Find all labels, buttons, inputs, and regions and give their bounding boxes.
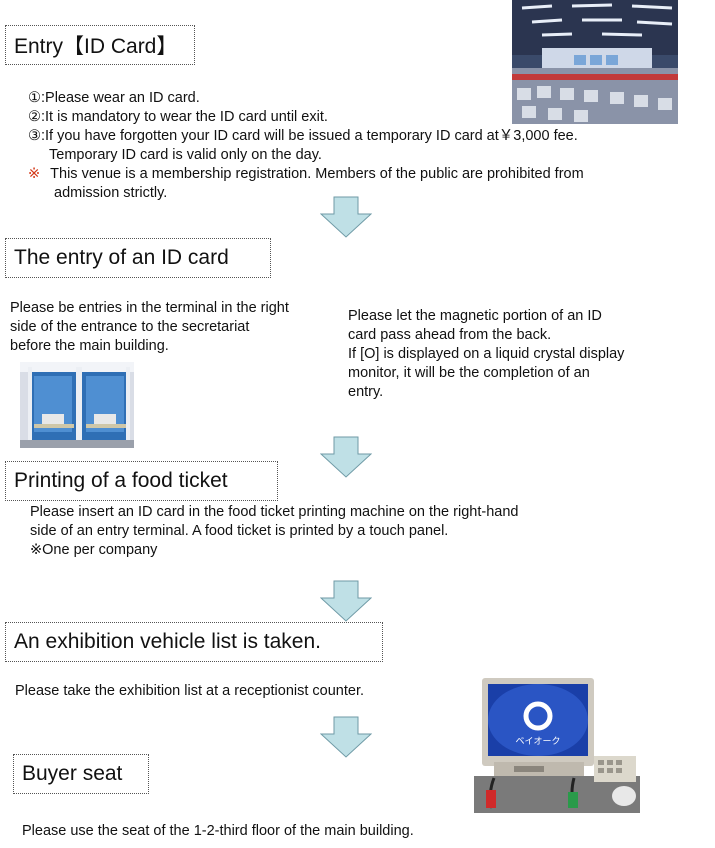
step1-line-4: Temporary ID card is valid only on the d… [49,147,322,163]
step2-right-text: Please let the magnetic portion of an ID… [348,308,625,400]
down-arrow-icon [320,436,372,478]
reference-mark-icon: ※ [28,166,41,182]
step1-text: ①:Please wear an ID card. ②:It is mandat… [28,89,584,203]
auction-hall-photo [512,0,678,124]
down-arrow-icon [320,716,372,758]
step4-title: An exhibition vehicle list is taken. [5,622,383,662]
step3-text: Please insert an ID card in the food tic… [30,504,519,558]
step1-title: Entry【ID Card】 [5,25,195,65]
down-arrow-icon [320,580,372,622]
step1-line-1: ①:Please wear an ID card. [28,90,200,106]
step2-title: The entry of an ID card [5,238,271,278]
step1-note: ※This venue is a membership registration… [28,166,584,182]
step1-note-cont: admission strictly. [54,185,168,201]
step1-line-3: ③:If you have forgotten your ID card wil… [28,128,578,144]
logo-text: ベイオーク [515,736,560,747]
entry-terminal-booth-photo [20,362,134,448]
down-arrow-icon [320,196,372,238]
step3-title: Printing of a food ticket [5,461,278,501]
step5-text: Please use the seat of the 1-2-third flo… [22,823,414,839]
step2-left-text: Please be entries in the terminal in the… [10,300,289,354]
terminal-monitor-photo: ベイオーク [474,678,640,813]
step1-line-2: ②:It is mandatory to wear the ID card un… [28,109,328,125]
step5-title: Buyer seat [13,754,149,794]
step4-text: Please take the exhibition list at a rec… [15,683,365,699]
